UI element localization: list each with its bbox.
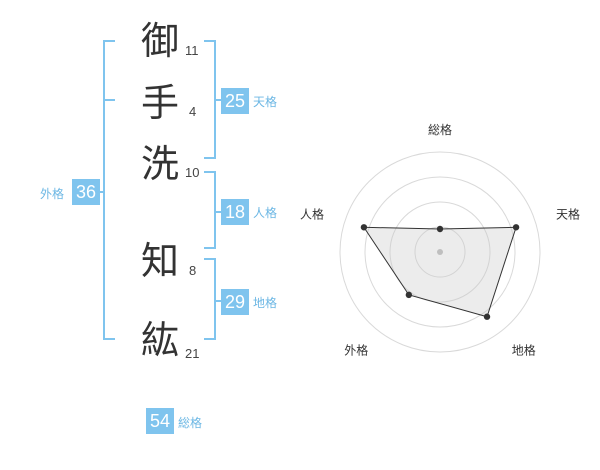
jinkaku-bracket [204, 171, 216, 249]
tenkaku-bracket [204, 40, 216, 159]
radar-point-3 [405, 291, 413, 299]
radar-polygon [362, 226, 517, 318]
stroke-count-5: 21 [185, 346, 200, 361]
stroke-count-3: 10 [185, 165, 200, 180]
radar-axis-label: 人格 [300, 206, 324, 221]
radar-point-1 [512, 224, 520, 231]
radar-ring-4 [339, 151, 541, 353]
name-char-4: 知 [141, 239, 180, 283]
radar-point-4 [360, 224, 368, 231]
tenkaku-label: 天格 [253, 95, 278, 109]
name-char-1: 御 [141, 19, 180, 63]
gaikaku-label: 外格 [40, 187, 65, 201]
stroke-count-4: 8 [189, 263, 197, 278]
gaikaku-badge: 36 [72, 179, 100, 205]
name-char-3: 洗 [141, 142, 180, 186]
name-char-5: 紘 [141, 318, 180, 362]
radar-axis-label: 天格 [556, 206, 580, 221]
chikaku-badge: 29 [221, 289, 249, 315]
tenkaku-badge: 25 [221, 88, 249, 114]
radar-ring-2 [389, 201, 491, 303]
soukaku-label: 総格 [178, 416, 203, 430]
jinkaku-label: 人格 [253, 206, 278, 220]
radar-center [437, 249, 443, 255]
jinkaku-badge: 18 [221, 199, 249, 225]
gaikaku-bracket [103, 40, 115, 340]
chikaku-label: 地格 [253, 296, 278, 310]
name-char-2: 手 [141, 81, 180, 125]
radar-axis-label: 外格 [344, 343, 368, 358]
radar-series [360, 224, 520, 320]
radar-ring-3 [364, 176, 516, 328]
radar-point-0 [436, 225, 444, 233]
soukaku-badge: 54 [146, 408, 174, 434]
chikaku-bracket [204, 258, 216, 340]
radar-point-2 [483, 313, 491, 320]
radar-axis-label: 地格 [512, 343, 536, 358]
stroke-count-1: 11 [185, 43, 199, 58]
stroke-count-2: 4 [189, 104, 197, 119]
radar-axis-label: 総格 [428, 122, 452, 137]
